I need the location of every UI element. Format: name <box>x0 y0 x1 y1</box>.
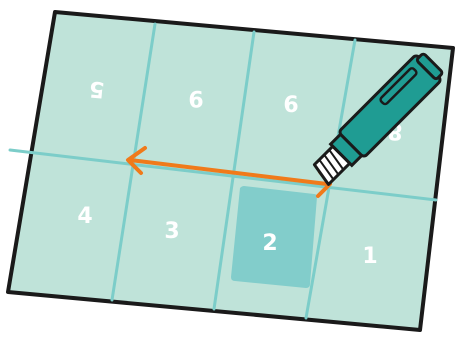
arrow-head-left <box>126 146 147 175</box>
craft-knife-icon <box>312 52 444 186</box>
panel-number-4: 4 <box>77 204 92 229</box>
panel-number-2: 2 <box>262 231 277 256</box>
knife-end-cap <box>415 52 444 81</box>
panel-number-6: 6 <box>283 93 298 118</box>
vertical-fold-line-2 <box>212 30 256 311</box>
horizontal-fold-line <box>8 148 438 202</box>
panel-number-5: 5 <box>88 75 105 101</box>
blade-segment-lines <box>318 148 345 181</box>
panel-number-3: 3 <box>164 219 179 244</box>
highlighted-panel-2 <box>231 186 317 288</box>
arrow-shaft <box>128 158 329 186</box>
panel-number-1: 1 <box>362 244 377 269</box>
panel-number-9: 9 <box>188 85 203 110</box>
knife-slider-groove <box>379 67 418 106</box>
